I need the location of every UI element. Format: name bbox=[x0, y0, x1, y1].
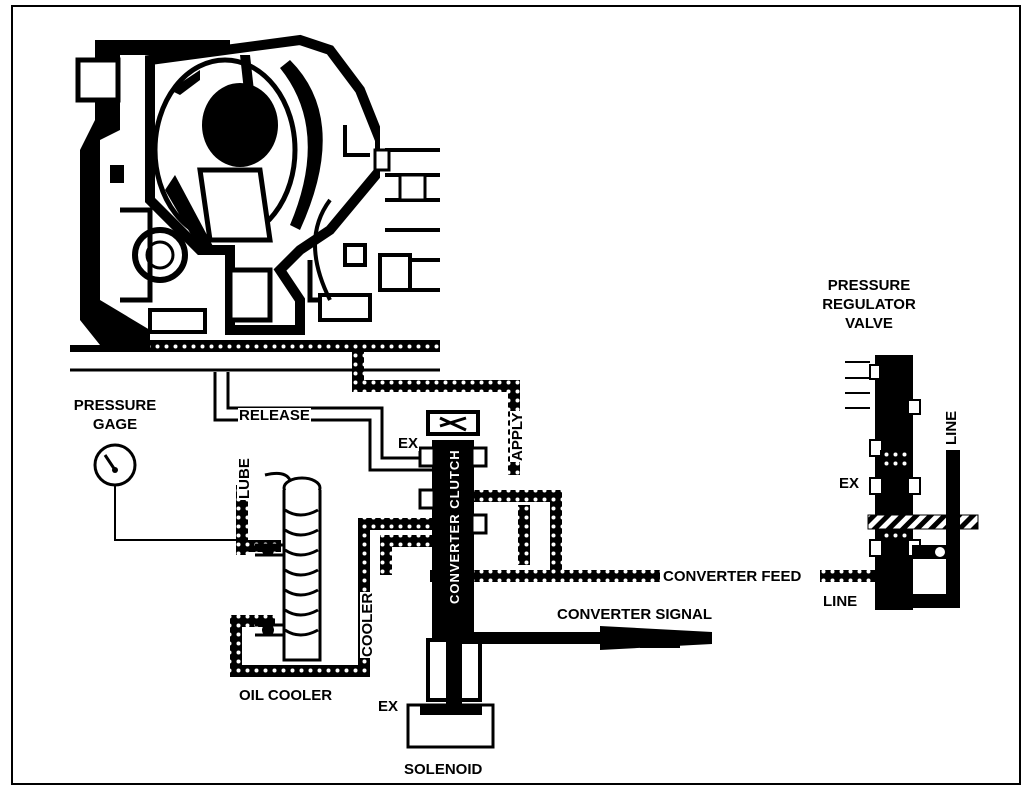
converter-feed-label: CONVERTER FEED bbox=[662, 568, 803, 585]
converter-clutch-valve bbox=[406, 410, 495, 749]
converter-signal-label: CONVERTER SIGNAL bbox=[556, 606, 714, 623]
solenoid-label: SOLENOID bbox=[403, 761, 484, 778]
torque-converter-housing bbox=[70, 30, 440, 380]
release-label: RELEASE bbox=[238, 407, 311, 424]
oil-cooler-label: OIL COOLER bbox=[238, 687, 334, 704]
lube-label: LUBE bbox=[236, 457, 253, 500]
passages bbox=[114, 345, 880, 677]
converter-signal-line bbox=[462, 626, 712, 650]
apply-label: APPLY bbox=[509, 411, 526, 462]
line-regulator-label: LINE bbox=[943, 409, 960, 446]
ex-clutch-label: EX bbox=[397, 435, 420, 452]
pressure-gage-label-line1: PRESSURE bbox=[73, 397, 157, 414]
converter-clutch-label: CONVERTER CLUTCH bbox=[447, 449, 462, 604]
ex-regulator-label: EX bbox=[838, 475, 861, 492]
pressure-regulator-label-line3: VALVE bbox=[845, 315, 893, 332]
pressure-regulator-label-line1: PRESSURE bbox=[827, 277, 911, 294]
frame bbox=[11, 5, 1021, 785]
pressure-gage-label-line2: GAGE bbox=[92, 416, 138, 433]
pressure-gage bbox=[93, 443, 137, 487]
pressure-regulator-label-line2: REGULATOR bbox=[822, 296, 916, 313]
pressure-regulator-valve-label: PRESSURE REGULATOR VALVE bbox=[812, 278, 926, 331]
ex-solenoid-label: EX bbox=[377, 698, 400, 715]
line-bottom-label: LINE bbox=[822, 593, 859, 610]
pressure-regulator-valve bbox=[845, 355, 979, 610]
pressure-gage-label: PRESSURE GAGE bbox=[62, 398, 168, 432]
cooler-label: COOLER bbox=[359, 591, 376, 658]
oil-cooler bbox=[255, 471, 322, 662]
